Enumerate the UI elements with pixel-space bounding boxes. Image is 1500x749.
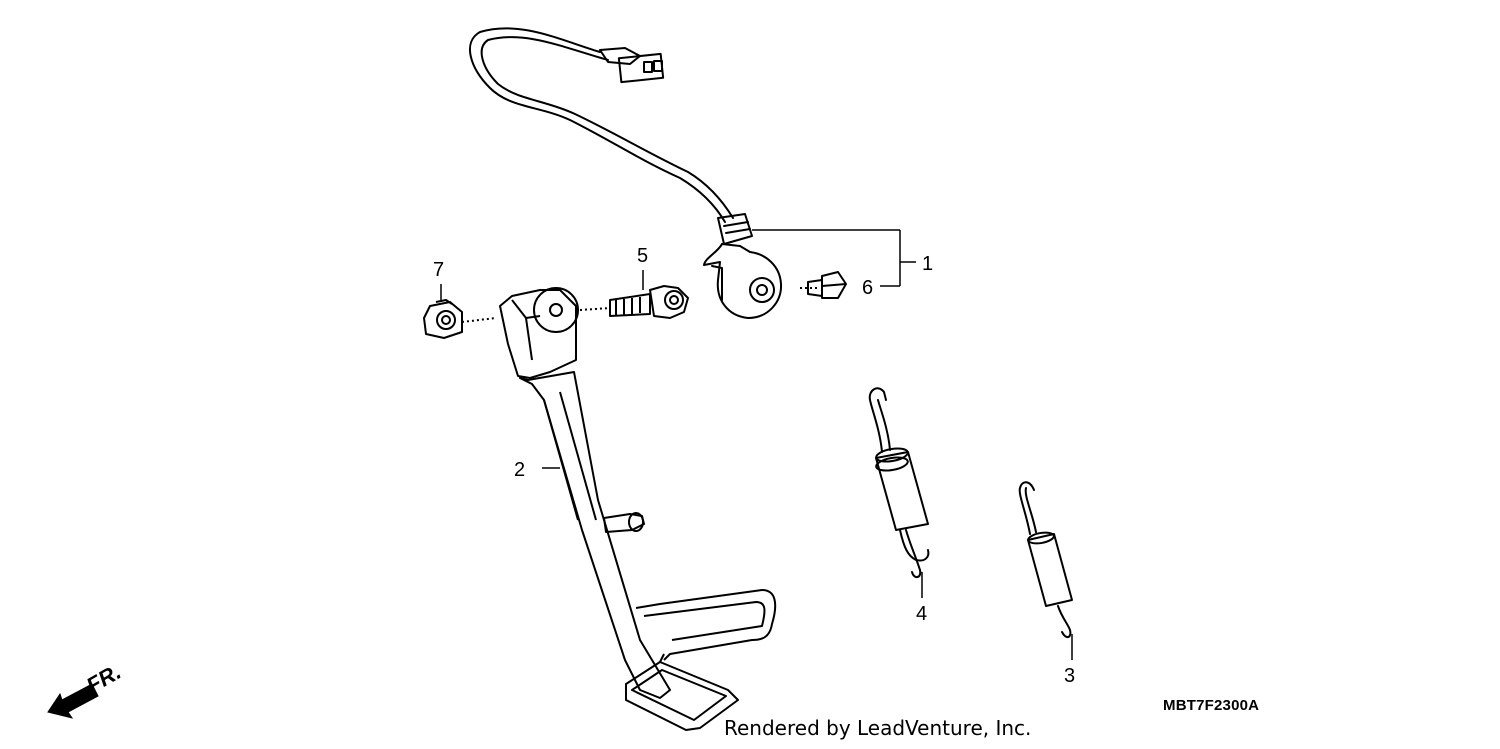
callout-6: 6 bbox=[862, 277, 873, 299]
drawing-code: MBT7F2300A bbox=[1163, 697, 1260, 714]
callout-3: 3 bbox=[1064, 665, 1075, 687]
callout-5: 5 bbox=[637, 245, 648, 267]
leader-lines bbox=[440, 229, 1073, 660]
pivot-nut[interactable] bbox=[423, 299, 497, 339]
front-direction-arrow-icon: FR. bbox=[47, 659, 125, 719]
side-stand[interactable] bbox=[499, 287, 777, 731]
side-stand-switch-assembly[interactable] bbox=[469, 27, 783, 319]
pivot-bolt[interactable] bbox=[579, 285, 689, 319]
switch-bolt[interactable] bbox=[800, 271, 847, 299]
side-stand-spring-inner[interactable] bbox=[1018, 481, 1073, 638]
callout-2: 2 bbox=[514, 459, 525, 481]
callout-4: 4 bbox=[916, 603, 927, 625]
side-stand-spring-outer[interactable] bbox=[868, 387, 930, 578]
callout-7: 7 bbox=[433, 259, 444, 281]
render-credit: Rendered by LeadVenture, Inc. bbox=[724, 716, 1032, 740]
callout-1: 1 bbox=[922, 253, 933, 275]
